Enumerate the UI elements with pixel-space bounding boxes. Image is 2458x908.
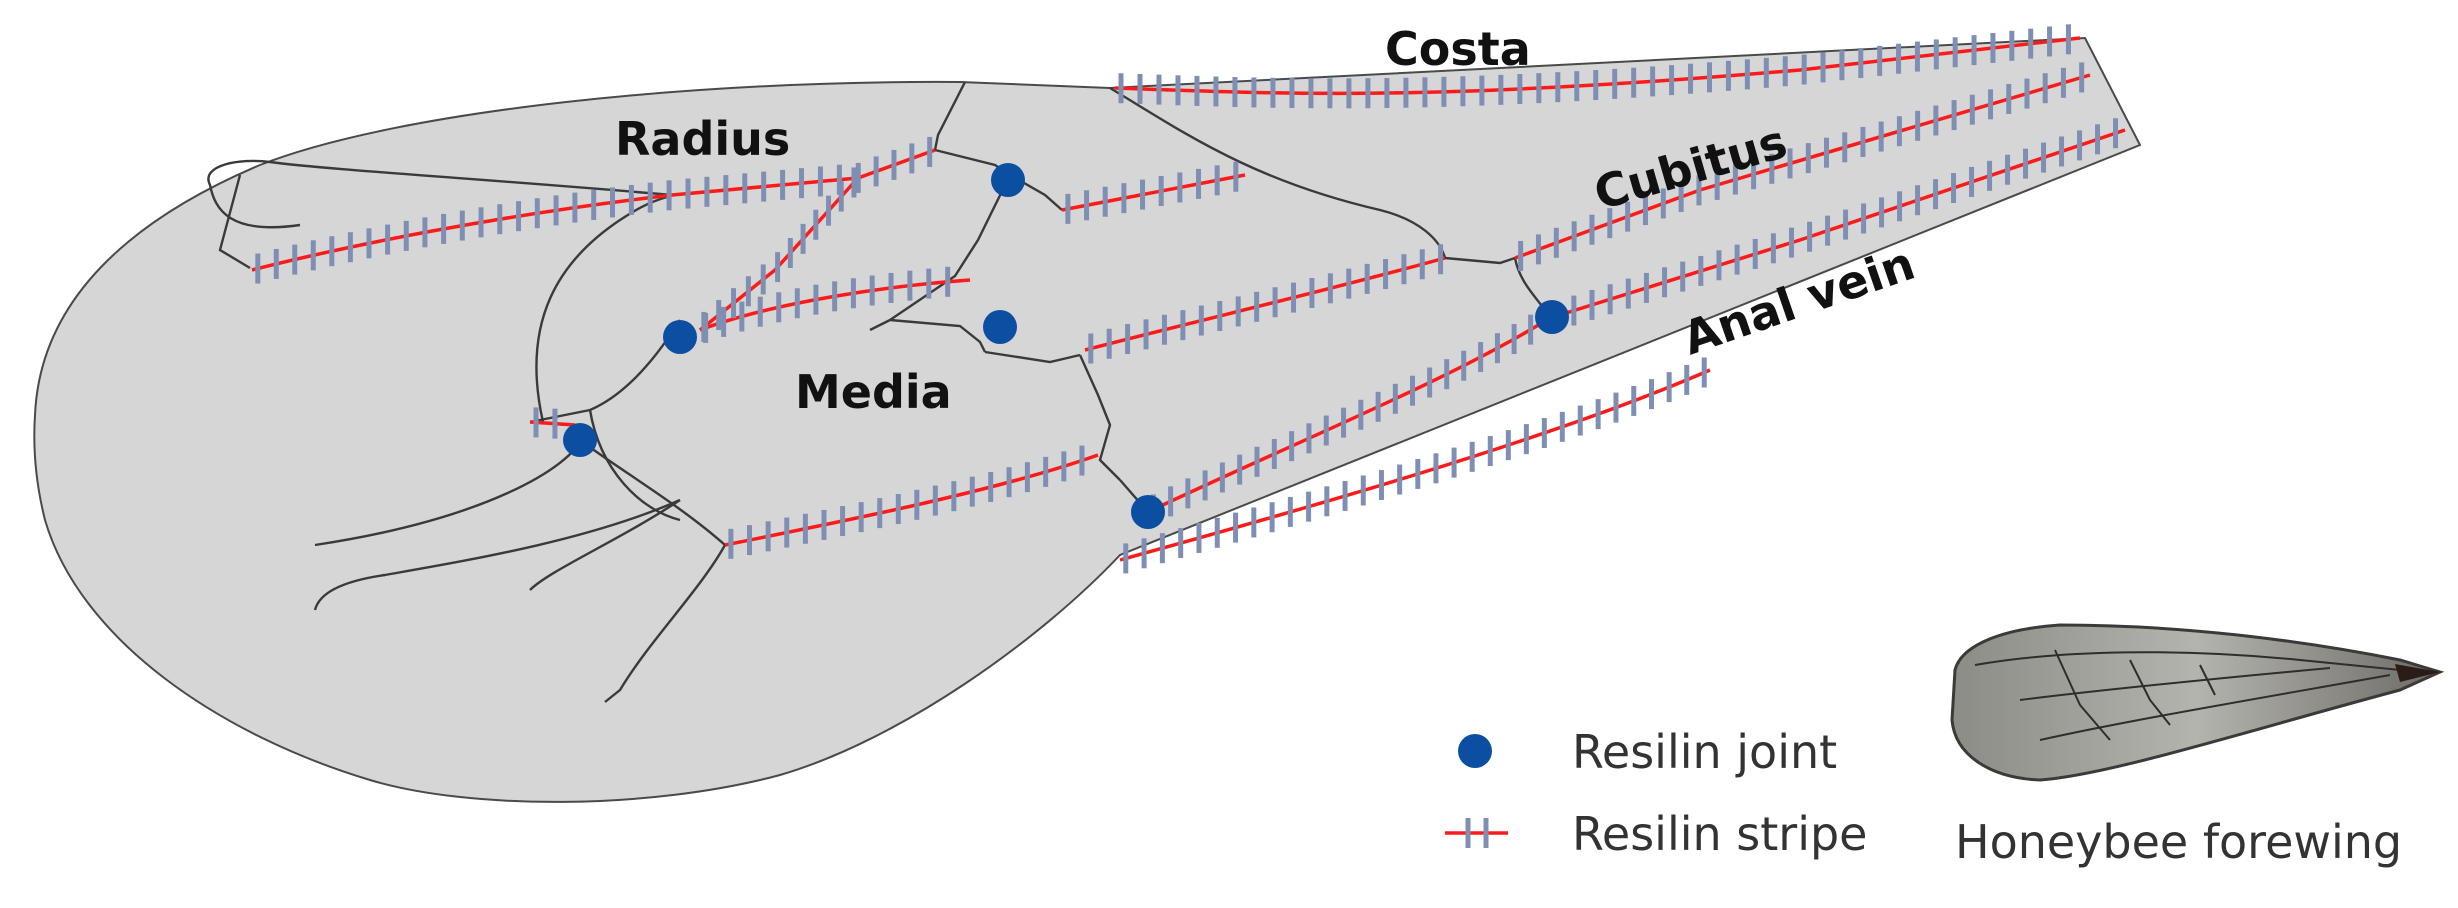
legend: Resilin joint Resilin stripe: [1445, 725, 1867, 861]
honeybee-forewing-photo: Honeybee forewing: [1950, 623, 2445, 869]
legend-joint-label: Resilin joint: [1572, 725, 1837, 779]
photo-caption: Honeybee forewing: [1955, 815, 2402, 869]
label-costa: Costa: [1385, 22, 1531, 76]
resilin-joint: [983, 310, 1017, 344]
resilin-joint: [1131, 495, 1165, 529]
legend-stripe-marker: [1445, 818, 1508, 848]
resilin-joint: [663, 320, 697, 354]
legend-stripe-label: Resilin stripe: [1572, 807, 1867, 861]
resilin-stripe-ticks: [255, 24, 2119, 574]
resilin-joint: [1535, 300, 1569, 334]
resilin-joint: [991, 163, 1025, 197]
wing-outline: [33, 36, 2142, 803]
label-media: Media: [795, 365, 952, 419]
resilin-joint: [563, 423, 597, 457]
label-radius: Radius: [615, 112, 790, 166]
legend-joint-marker: [1458, 734, 1492, 768]
resilin-joints: [563, 163, 1569, 529]
